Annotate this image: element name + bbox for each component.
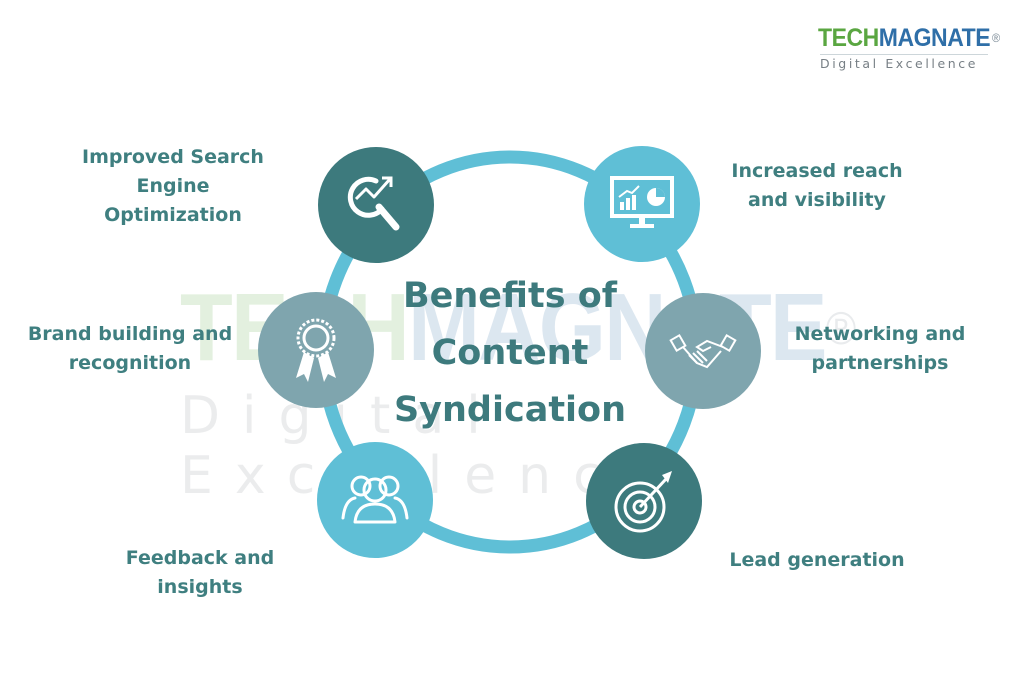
diagram-title: Benefits of Content Syndication: [360, 268, 660, 439]
handshake-icon: [669, 333, 737, 369]
label-seo: Improved Search Engine Optimization: [60, 143, 286, 230]
title-line-1: Benefits of: [402, 276, 618, 316]
label-line: Lead generation: [729, 549, 905, 571]
node-reach: [584, 146, 700, 262]
target-arrow-icon: [614, 471, 672, 533]
logo-magnate-text: MAGNATE: [878, 24, 991, 52]
label-line: Optimization: [104, 204, 242, 226]
logo-wordmark: TECHMAGNATE®: [818, 24, 1000, 52]
label-reach: Increased reach and visibility: [712, 157, 922, 215]
label-lead: Lead generation: [712, 546, 922, 575]
label-line: Brand building and: [27, 323, 233, 345]
label-line: insights: [157, 576, 243, 598]
monitor-analytics-icon: [610, 176, 674, 228]
people-group-icon: [341, 475, 409, 524]
node-brand: [258, 292, 374, 408]
logo-tagline: Digital Excellence: [820, 56, 979, 71]
label-brand: Brand building and recognition: [14, 320, 246, 378]
label-line: Increased reach: [731, 160, 903, 182]
label-line: Networking and: [794, 323, 966, 345]
label-line: recognition: [68, 352, 192, 374]
node-networking: [645, 293, 761, 409]
logo-tech-text: TECH: [818, 24, 879, 52]
label-line: and visibility: [748, 189, 886, 211]
label-line: Engine: [136, 175, 210, 197]
brand-logo: TECHMAGNATE® Digital Excellence: [818, 24, 1003, 71]
node-lead: [586, 443, 702, 559]
label-line: partnerships: [811, 352, 949, 374]
logo-divider: [820, 54, 988, 55]
label-feedback: Feedback and insights: [100, 544, 300, 602]
search-trend-icon: [347, 176, 400, 231]
node-seo: [318, 147, 434, 263]
title-line-2: Content: [431, 333, 589, 373]
label-line: Improved Search: [82, 146, 264, 168]
award-ribbon-icon: [296, 318, 336, 382]
node-feedback: [317, 442, 433, 558]
label-line: Feedback and: [125, 547, 275, 569]
registered-mark: ®: [991, 31, 1000, 45]
label-networking: Networking and partnerships: [775, 320, 985, 378]
title-line-3: Syndication: [393, 390, 627, 430]
